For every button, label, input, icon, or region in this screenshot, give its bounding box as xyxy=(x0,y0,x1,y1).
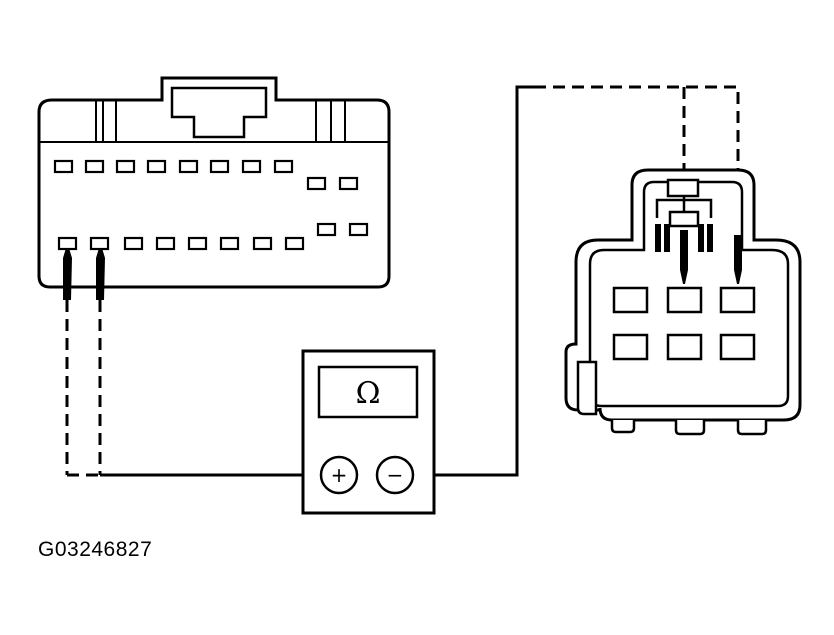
left-probe-1 xyxy=(63,248,72,300)
right-probes xyxy=(680,230,742,284)
right-connector-latch xyxy=(576,360,598,416)
ohmmeter-display xyxy=(317,365,419,419)
left-connector-lock-tab xyxy=(170,86,268,139)
left-connector xyxy=(37,76,391,289)
left-probe-2 xyxy=(96,248,105,300)
figure-id: G03246827 xyxy=(38,538,153,561)
left-connector-ribs xyxy=(40,101,388,143)
right-connector-pins xyxy=(612,286,756,361)
left-connector-body xyxy=(37,76,391,289)
negative-wire xyxy=(411,85,534,477)
left-connector-top-pins xyxy=(53,159,359,191)
ohmmeter: Ω + − xyxy=(301,349,436,515)
right-connector xyxy=(564,168,802,436)
right-connector-feet xyxy=(610,420,768,436)
positive-terminal xyxy=(319,455,359,495)
right-probe-2 xyxy=(734,235,742,284)
dashed-jumper xyxy=(534,85,740,235)
negative-terminal xyxy=(375,455,415,495)
right-connector-jumper xyxy=(655,178,713,252)
left-probes xyxy=(63,248,105,300)
right-probe-1 xyxy=(680,230,688,284)
ohmmeter-symbol: Ω xyxy=(356,376,381,411)
left-connector-bottom-pins xyxy=(57,222,369,251)
wires xyxy=(65,85,740,477)
negative-terminal-label: − xyxy=(387,463,404,487)
positive-terminal-label: + xyxy=(331,463,348,487)
